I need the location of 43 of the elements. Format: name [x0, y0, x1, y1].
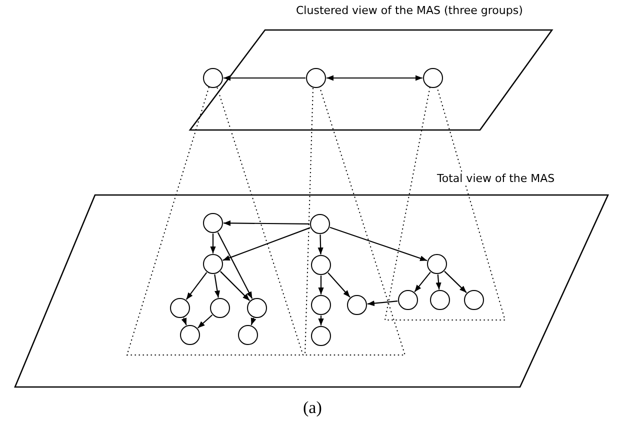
agent-circle	[306, 68, 326, 88]
agent-circle	[170, 298, 190, 318]
agent-circle	[203, 213, 223, 233]
agent-circle	[347, 295, 367, 315]
agent-circle	[210, 298, 230, 318]
agent-circle	[464, 290, 484, 310]
arrow	[414, 272, 431, 292]
arrow	[318, 234, 324, 255]
agent-circle	[427, 254, 447, 274]
agent-circle	[310, 214, 330, 234]
arrow	[186, 272, 208, 300]
agent-circle	[203, 68, 223, 88]
agent-circle	[398, 290, 418, 310]
arrow	[436, 274, 442, 290]
arrow	[224, 220, 310, 226]
agent-circle	[311, 295, 331, 315]
arrow	[444, 270, 467, 294]
arrow	[330, 226, 428, 262]
arrow	[217, 232, 253, 299]
arrow	[326, 75, 422, 81]
agent-circle	[238, 325, 258, 345]
arrow	[318, 316, 324, 326]
arrow	[222, 227, 310, 261]
arrow	[328, 272, 350, 298]
arrow	[181, 318, 187, 326]
arrow	[318, 276, 324, 294]
arrow	[214, 274, 220, 298]
agent-circle	[311, 255, 331, 275]
plane-title: Total view of the MAS	[437, 172, 555, 185]
caption: (a)	[303, 398, 322, 418]
agent-circle	[430, 290, 450, 310]
arrow	[250, 318, 256, 326]
arrow	[197, 314, 213, 328]
arrow	[224, 75, 306, 81]
agent-circle	[423, 68, 443, 88]
agent-circle	[203, 254, 223, 274]
agent-circle	[247, 298, 267, 318]
arrow	[367, 300, 398, 306]
agent-circle	[311, 326, 331, 346]
arrow	[220, 271, 250, 301]
plane-title: Clustered view of the MAS (three groups)	[296, 4, 523, 17]
agent-circle	[180, 325, 200, 345]
arrow	[210, 234, 216, 254]
